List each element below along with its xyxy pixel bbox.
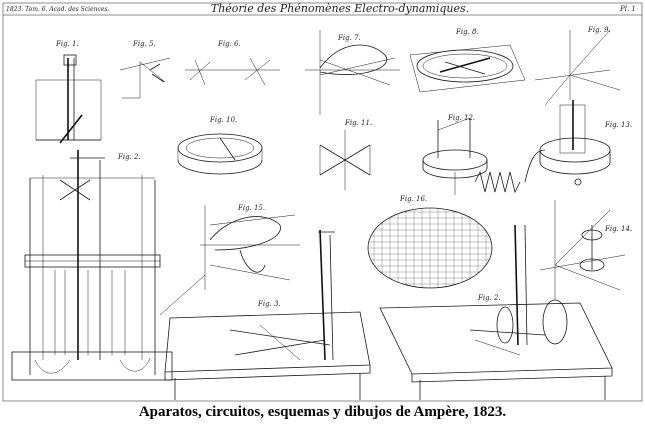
fig-16-label: Fig. 16. — [399, 195, 427, 203]
fig-14-label: Fig. 14. — [604, 225, 632, 233]
header-plate-number: Pl. 1 — [619, 5, 636, 13]
fig-13-label: Fig. 13. — [604, 121, 632, 129]
figure-12: Fig. 12. — [422, 114, 488, 195]
fig-11-label: Fig. 11. — [344, 119, 372, 127]
figure-8: Fig. 8. — [409, 28, 526, 93]
fig-15-label: Fig. 15. — [237, 204, 265, 212]
zigzag-conductor — [474, 149, 546, 194]
fig-3-label: Fig. 3. — [257, 300, 281, 308]
figure-6: Fig. 6. — [185, 40, 280, 86]
fig-8-label: Fig. 8. — [455, 28, 479, 36]
figure-3-table: Fig. 3. — [159, 229, 371, 400]
image-caption: Aparatos, circuitos, esquemas y dibujos … — [138, 404, 507, 420]
plate-border — [2, 2, 643, 402]
figure-15: Fig. 15. — [200, 204, 300, 290]
figure-2-apparatus: Fig. 2. — [11, 150, 173, 381]
header-left: 1823. Tom. 6. Acad. des Sciences. — [6, 6, 109, 13]
fig-5-label: Fig. 5. — [132, 40, 156, 48]
figure-11: Fig. 11. — [319, 119, 372, 190]
fig-12-label: Fig. 12. — [447, 114, 475, 122]
fig-1-label: Fig. 1. — [55, 40, 79, 48]
figure-14: Fig. 14. — [539, 200, 632, 300]
fig-9-label: Fig. 9. — [587, 26, 611, 34]
fig-7-label: Fig. 7. — [337, 34, 361, 42]
figure-16: Fig. 16. — [367, 195, 493, 289]
header-title: Théorie des Phénomènes Electro-dynamique… — [211, 2, 469, 15]
fig-2-label: Fig. 2. — [117, 153, 141, 161]
figure-2-table: Fig. 2. — [379, 224, 613, 400]
fig-6-label: Fig. 6. — [217, 40, 241, 48]
figure-1: Fig. 1. — [35, 40, 102, 144]
fig-10-label: Fig. 10. — [209, 116, 237, 124]
figure-13: Fig. 13. — [539, 100, 632, 186]
figure-10: Fig. 10. — [177, 116, 263, 175]
figure-5: Fig. 5. — [119, 40, 171, 99]
fig-2-table-label: Fig. 2. — [477, 294, 501, 302]
figure-9: Fig. 9. — [534, 26, 621, 106]
figure-7: Fig. 7. — [305, 30, 400, 115]
